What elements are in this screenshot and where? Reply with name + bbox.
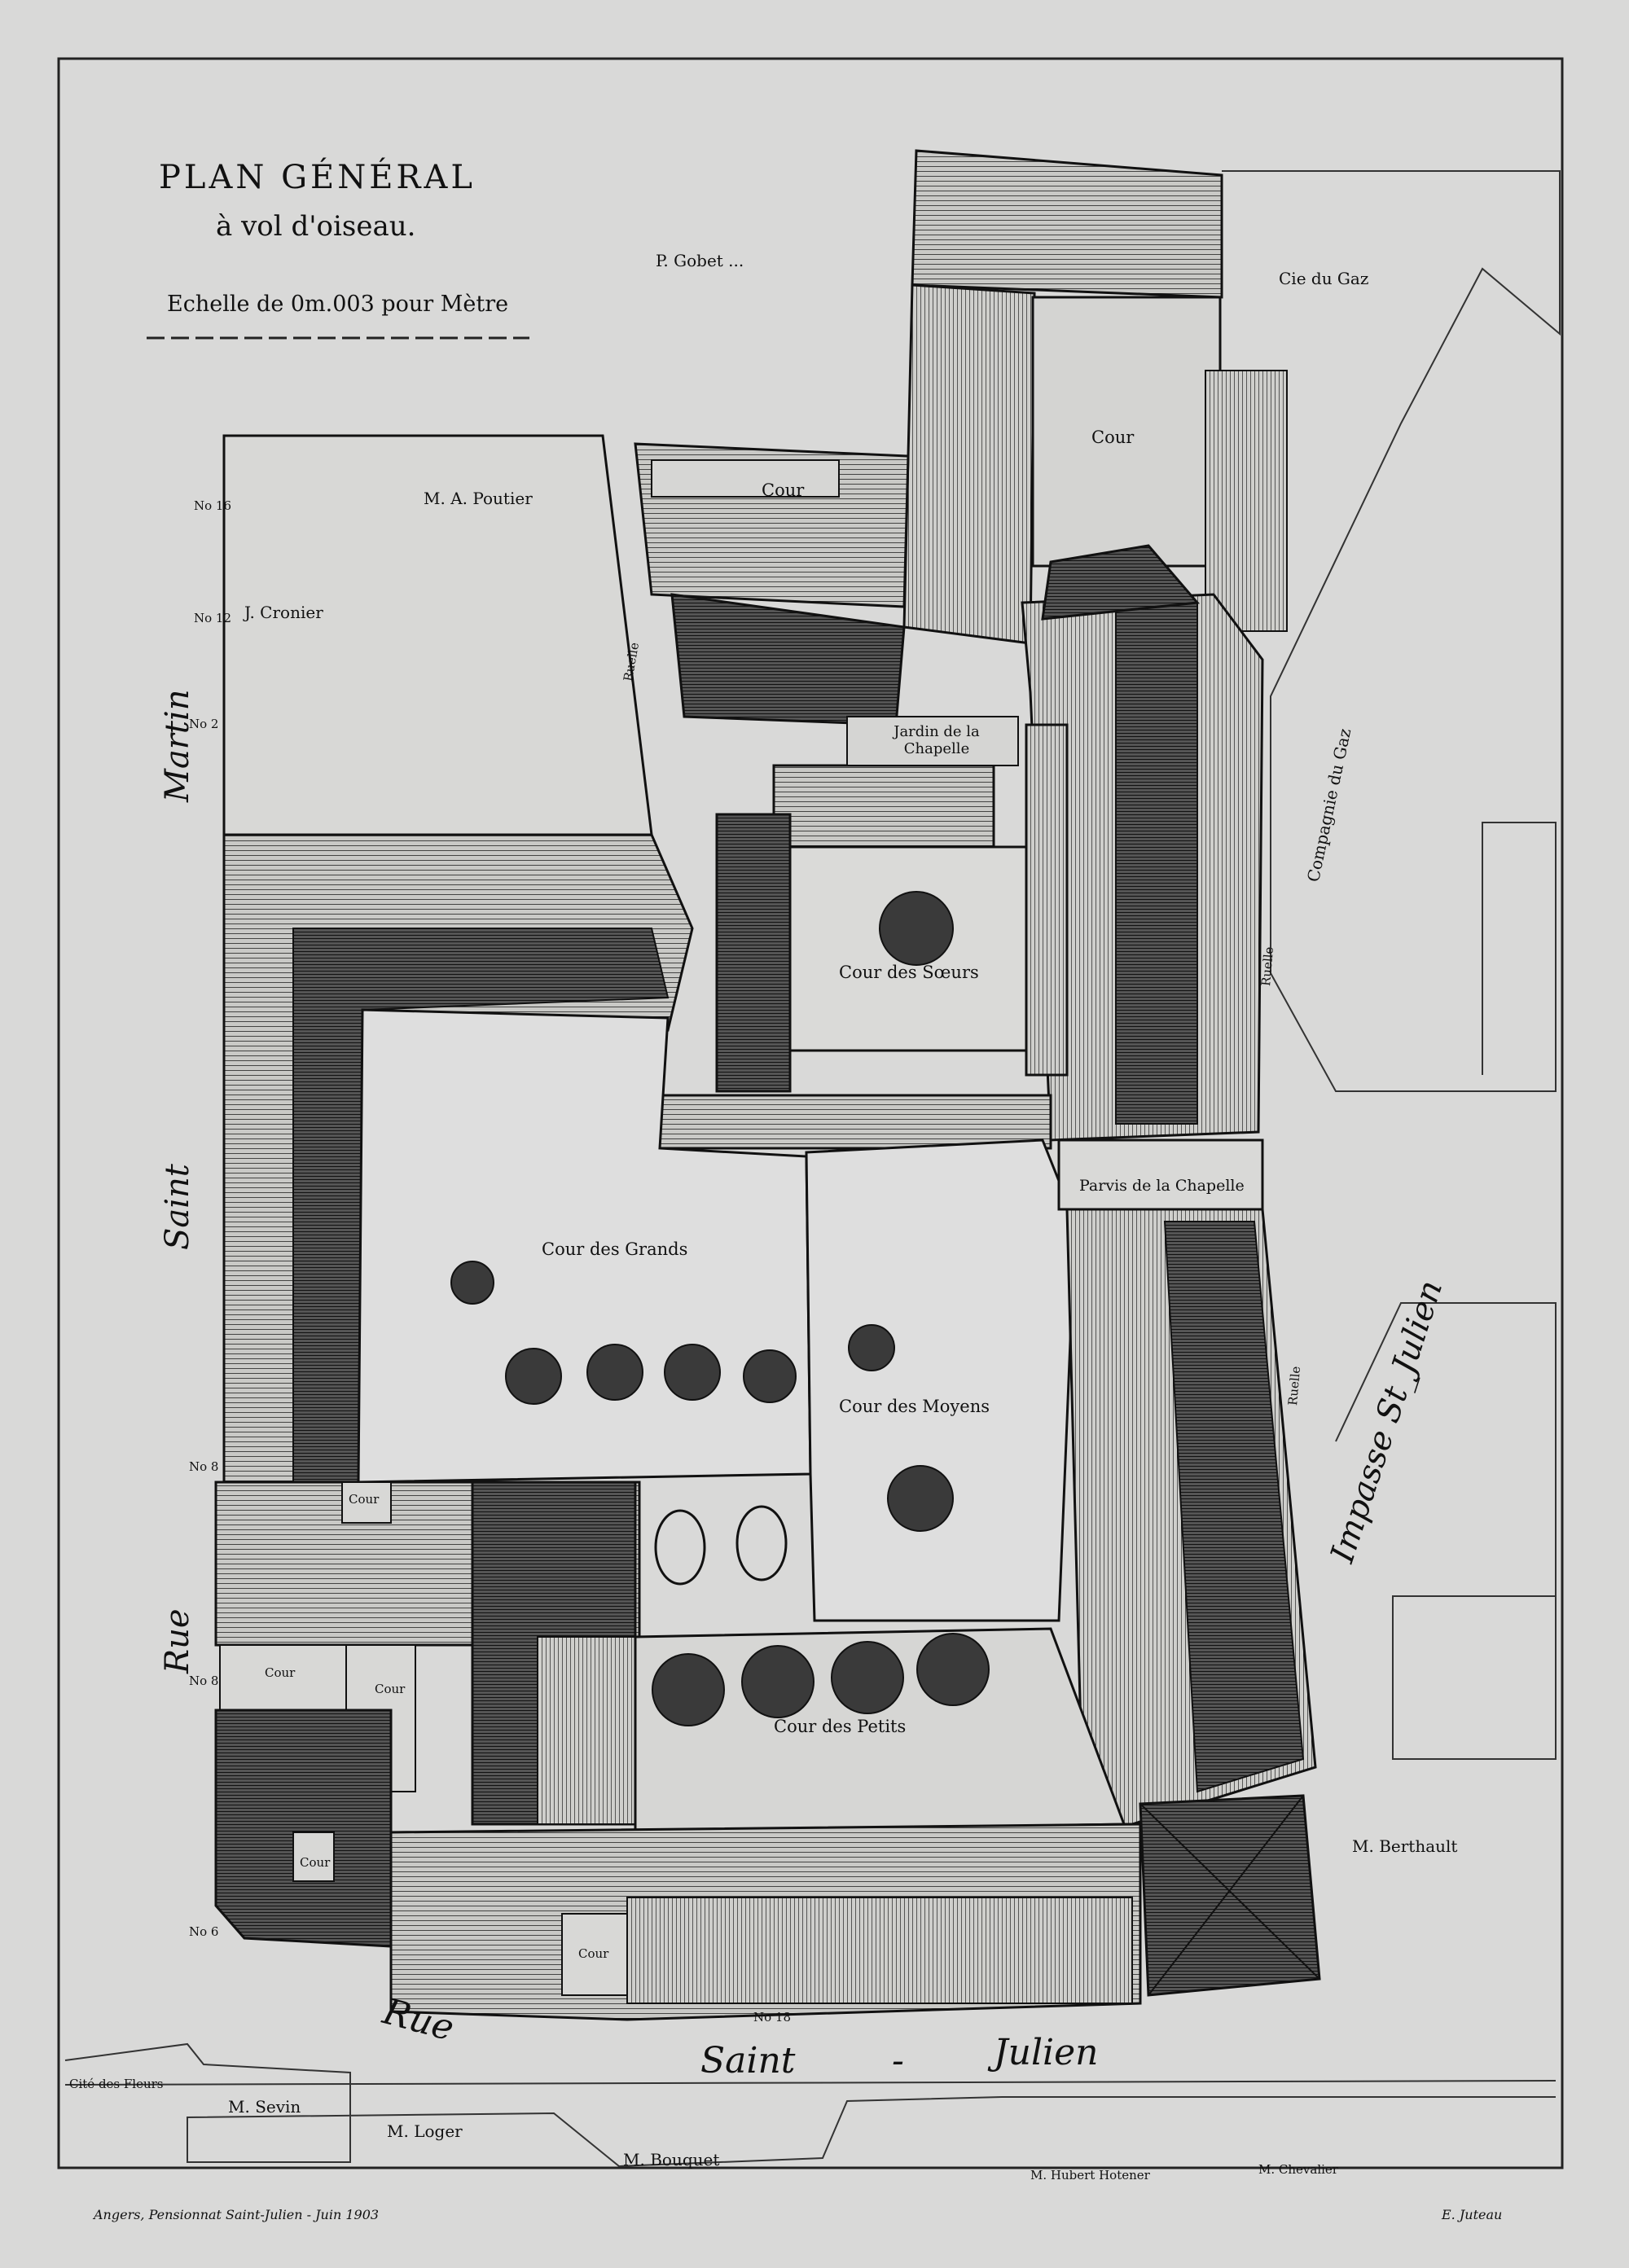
court-jardin-chapelle <box>846 716 1019 766</box>
map-title: PLAN GÉNÉRAL <box>159 159 476 196</box>
label-cour-top-small: Cour <box>762 480 805 500</box>
street-saint-left: Saint <box>159 1164 196 1250</box>
building-gas-strip <box>1205 370 1288 632</box>
building-soeurs-south <box>650 1094 1052 1150</box>
label-cour-a: Cour <box>349 1492 380 1507</box>
flower-bed-2 <box>735 1505 788 1581</box>
neighbor-berthault: M. Berthault <box>1352 1836 1458 1856</box>
tree-grands-3 <box>586 1344 643 1401</box>
house-number-18: No 18 <box>753 2010 792 2025</box>
parcel-line-sw <box>64 2080 1557 2086</box>
building-east-roof <box>1163 1221 1305 1793</box>
building-soeurs-north <box>772 764 995 849</box>
tree-petits-4 <box>916 1633 990 1706</box>
sheet-frame <box>57 57 1564 2169</box>
label-cour-grands: Cour des Grands <box>542 1239 688 1259</box>
tree-moyens-2 <box>887 1465 954 1532</box>
neighbor-cite: Cité des Fleurs <box>69 2077 164 2091</box>
label-parvis-chapelle: Parvis de la Chapelle <box>1079 1177 1245 1195</box>
building-south-middle-2 <box>537 1636 636 1825</box>
label-cour-top-right: Cour <box>1091 428 1135 447</box>
neighbor-top: P. Gobet ... <box>656 251 744 270</box>
building-corner-southwest <box>214 1709 393 1948</box>
neighbor-chevalier: M. Chevalier <box>1258 2162 1338 2177</box>
court-e <box>561 1913 628 1996</box>
neighbor-loger: M. Loger <box>387 2121 463 2141</box>
tree-grands-1 <box>450 1261 494 1305</box>
building-soeurs-west <box>715 813 792 1093</box>
neighbor-gas-top: Cie du Gaz <box>1279 269 1369 288</box>
building-north-wing <box>911 149 1223 299</box>
label-cour-petits: Cour des Petits <box>774 1717 907 1736</box>
label-jardin-chapelle: Jardin de la Chapelle <box>894 723 980 757</box>
tree-petits-2 <box>741 1645 814 1718</box>
tree-soeurs <box>879 891 954 966</box>
neighbor-bouquet: M. Bouquet <box>623 2150 720 2169</box>
house-number-2: No 2 <box>189 717 219 731</box>
house-number-16: No 16 <box>194 498 232 513</box>
street-julien-bottom: Julien <box>994 2032 1099 2073</box>
court-parvis <box>1057 1138 1264 1211</box>
chapel-apse <box>1041 544 1200 621</box>
court-small-north <box>651 459 840 498</box>
court-moyens <box>805 1138 1077 1622</box>
house-number-12: No 12 <box>194 611 232 625</box>
tree-grands-4 <box>664 1344 721 1401</box>
tree-grands-2 <box>505 1348 562 1405</box>
scale-label: Echelle de 0m.003 pour Mètre <box>167 292 509 317</box>
caption-right: E. Juteau <box>1442 2207 1503 2222</box>
building-corner-southeast <box>1139 1794 1321 1997</box>
label-cour-b: Cour <box>265 1665 296 1680</box>
court-a <box>341 1481 392 1524</box>
tree-petits-3 <box>831 1641 904 1714</box>
street-saint-bottom: Saint <box>700 2040 796 2082</box>
house-number-8a: No 8 <box>189 1459 219 1474</box>
neighbor-sevin: M. Sevin <box>228 2097 301 2117</box>
parcel-lines-south <box>64 2042 1556 2168</box>
building-north-west-wing <box>902 283 1036 645</box>
label-cour-c: Cour <box>375 1682 406 1696</box>
label-cour-d: Cour <box>300 1855 331 1870</box>
neighbor-cronier: J. Cronier <box>244 603 323 622</box>
map-subtitle: à vol d'oiseau. <box>216 210 416 243</box>
flower-bed-1 <box>654 1509 706 1586</box>
court-d <box>292 1832 335 1882</box>
building-ruelle-block <box>670 593 906 726</box>
street-martin: Martin <box>159 689 196 802</box>
street-rue-left: Rue <box>159 1608 196 1674</box>
neighbor-hubert: M. Hubert Hotener <box>1030 2168 1150 2182</box>
corner-roof-ridge-2 <box>1148 1795 1304 1996</box>
parcel-lines-east <box>1222 170 1561 1092</box>
label-cour-soeurs: Cour des Sœurs <box>839 963 979 982</box>
label-cour-moyens: Cour des Moyens <box>839 1397 990 1416</box>
neighbor-poutier: M. A. Poutier <box>424 489 533 508</box>
building-soeurs-east <box>1025 723 1069 1077</box>
house-number-6: No 6 <box>189 1924 219 1939</box>
building-south-frontage-roof <box>626 1897 1133 2004</box>
tree-petits-1 <box>652 1653 725 1726</box>
trees <box>450 891 990 1726</box>
tree-grands-5 <box>743 1349 797 1403</box>
street-dash: - <box>892 2040 904 2082</box>
label-cour-e: Cour <box>578 1946 609 1961</box>
caption-left: Angers, Pensionnat Saint-Julien - Juin 1… <box>94 2207 380 2222</box>
chapel-nave-dark <box>1115 602 1198 1125</box>
court-north-east <box>1031 296 1222 568</box>
house-number-8b: No 8 <box>189 1674 219 1688</box>
parcel-lines-east2 <box>1335 1302 1557 1760</box>
tree-moyens-1 <box>848 1324 895 1371</box>
